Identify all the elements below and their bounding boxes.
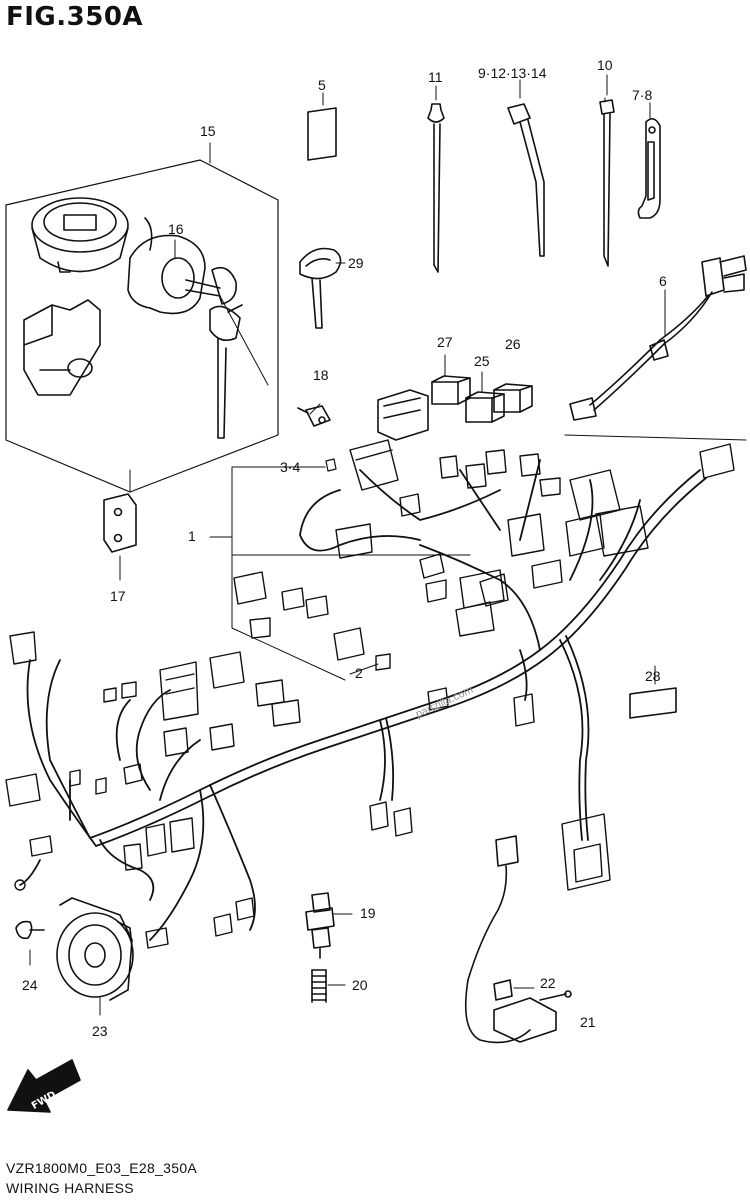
harness-connectors: [5, 439, 735, 949]
label-plate-5: [307, 107, 337, 161]
main-harness-1: [19, 459, 707, 941]
bracket-part: [103, 469, 137, 553]
junction-block: [377, 389, 429, 441]
fuel-cap-part: [31, 197, 129, 273]
seat-lock-part: [23, 299, 101, 396]
callout-22: 22: [540, 975, 556, 991]
callout-15: 15: [200, 123, 216, 139]
relay-26: [493, 383, 533, 413]
callout-10: 10: [597, 57, 613, 73]
callout-20: 20: [352, 977, 368, 993]
callout-23: 23: [92, 1023, 108, 1039]
callout-2: 2: [355, 665, 363, 681]
callout-25: 25: [474, 353, 490, 369]
callout-labels: 1 2 3·4 5 6 7·8 9·12·13·14 10 11 15 16 1…: [22, 57, 667, 1039]
tie-10: [599, 74, 615, 267]
bolt-24: [15, 920, 45, 966]
switch-19: [305, 892, 353, 959]
figure-name: WIRING HARNESS: [6, 1180, 134, 1196]
bolt-18: [297, 405, 331, 427]
fwd-arrow-icon: [7, 1059, 81, 1113]
figure-code: VZR1800M0_E03_E28_350A: [6, 1160, 198, 1176]
callout-18: 18: [313, 367, 329, 383]
callout-3-4: 3·4: [280, 459, 300, 475]
clamp-7-8: [637, 102, 661, 219]
relay-27: [431, 354, 471, 405]
callout-7-8: 7·8: [632, 87, 652, 103]
callout-29: 29: [348, 255, 364, 271]
ignition-kit-box: [5, 142, 279, 493]
callout-16: 16: [168, 221, 184, 237]
callout-21: 21: [580, 1014, 596, 1030]
relay-25: [465, 371, 505, 423]
callout-5: 5: [318, 77, 326, 93]
watermark: partzilla.com: [414, 684, 475, 721]
ignition-switch-part: [127, 217, 269, 439]
key-blank-29: [299, 247, 346, 329]
sub-harness-6: [569, 255, 747, 421]
label-plate-28: [629, 687, 677, 719]
callout-6: 6: [659, 273, 667, 289]
callout-11: 11: [428, 69, 443, 85]
sensor-21: [464, 835, 572, 1044]
callout-9-14: 9·12·13·14: [478, 65, 547, 81]
callout-27: 27: [437, 334, 453, 350]
callout-26: 26: [505, 336, 521, 352]
callout-24: 24: [22, 977, 38, 993]
horn-part: [56, 897, 134, 1016]
clamp-tie-11: [427, 85, 445, 273]
band-9-14: [507, 79, 545, 257]
callout-1: 1: [188, 528, 196, 544]
spring-20: [311, 969, 346, 1003]
callout-28: 28: [645, 668, 661, 684]
callout-17: 17: [110, 588, 126, 604]
callout-19: 19: [360, 905, 376, 921]
figure-title: FIG.350A: [6, 2, 144, 32]
